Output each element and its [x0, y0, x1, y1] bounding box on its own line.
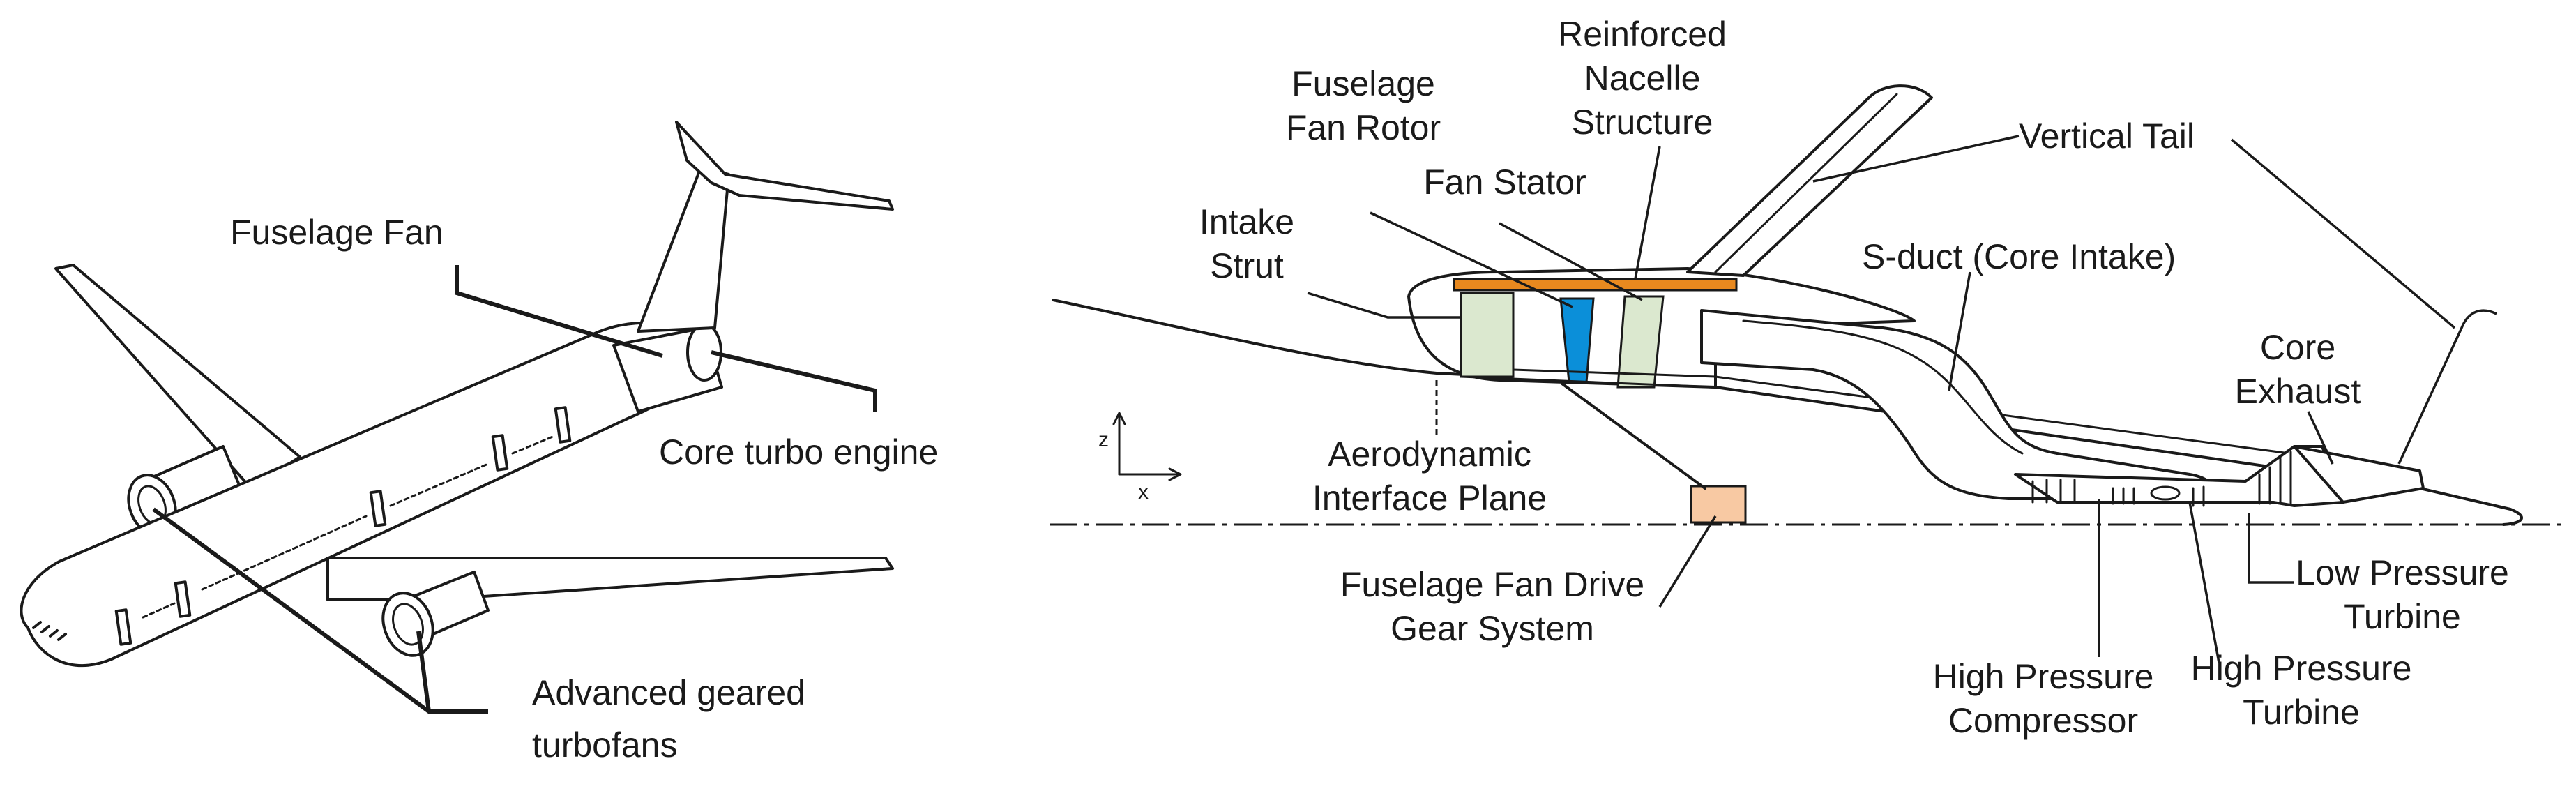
- leader-s-duct: [1948, 271, 1971, 391]
- label-gear-1: Fuselage Fan Drive: [1340, 565, 1644, 604]
- far-wing: [54, 264, 301, 490]
- leader-reinforced: [1634, 146, 1661, 280]
- vertical-tail-inner-line: [1714, 93, 1898, 273]
- label-hpc-2: Compressor: [1948, 701, 2138, 740]
- intake-strut: [1460, 292, 1515, 378]
- fan-drive-gear-system: [1690, 485, 1747, 524]
- label-geared-turbofans-1: Advanced geared: [532, 673, 805, 712]
- near-wing: [326, 557, 894, 601]
- fan-hub: [1460, 368, 1717, 389]
- leader-vertical-tail-right: [2230, 138, 2497, 465]
- label-hpc-1: High Pressure: [1933, 657, 2154, 696]
- label-hpt-2: Turbine: [2243, 693, 2360, 732]
- label-reinforced-3: Structure: [1572, 103, 1713, 142]
- label-intake-strut-1: Intake: [1199, 202, 1294, 241]
- fan-stator: [1616, 295, 1665, 389]
- nacelle-outer: [1407, 267, 1916, 389]
- label-fan-rotor-1: Fuselage: [1291, 64, 1435, 103]
- label-gear-2: Gear System: [1391, 609, 1594, 648]
- passenger-windows: [142, 435, 556, 619]
- axis-x-label: x: [1138, 481, 1149, 504]
- label-aip-1: Aerodynamic: [1328, 435, 1531, 474]
- gear-shaft: [1561, 382, 1706, 490]
- label-fan-stator: Fan Stator: [1423, 163, 1586, 202]
- leader-hpt: [2188, 502, 2220, 663]
- label-intake-strut-2: Strut: [1210, 246, 1284, 285]
- s-duct-core-intake: [1700, 309, 2219, 500]
- label-reinforced-1: Reinforced: [1558, 15, 1727, 54]
- leader-intake-strut: [1307, 292, 1461, 319]
- turbofans-leader: [152, 507, 488, 714]
- label-lpt-1: Low Pressure: [2296, 553, 2509, 592]
- rear-fuselage-fan-nacelle: [612, 323, 723, 413]
- label-reinforced-2: Nacelle: [1584, 59, 1701, 98]
- label-fuselage-fan: Fuselage Fan: [230, 213, 444, 252]
- label-aip-2: Interface Plane: [1312, 479, 1547, 518]
- leader-gear-system: [1658, 515, 1717, 608]
- core-exhaust: [2293, 445, 2425, 504]
- horizontal-stabilizer: [675, 121, 894, 211]
- aircraft-fuselage: [20, 322, 699, 668]
- fuselage-upper-contour: [1052, 299, 2523, 526]
- label-core-turbo-engine: Core turbo engine: [659, 432, 938, 472]
- reinforced-nacelle-structure: [1453, 278, 1738, 292]
- label-core-exhaust-2: Exhaust: [2235, 372, 2361, 411]
- leader-fan-rotor: [1370, 211, 1573, 308]
- aircraft-isometric-view: Fuselage Fan Core turbo engine Advanced …: [20, 121, 938, 764]
- axis-z-label: z: [1098, 428, 1109, 451]
- vertical-tail: [637, 166, 730, 333]
- s-duct-inner-line: [1742, 319, 2024, 455]
- leader-fan-stator: [1499, 222, 1643, 301]
- fuselage-doors: [114, 406, 572, 646]
- cockpit-windows: [32, 621, 67, 641]
- leader-vertical-tail: [1812, 135, 2020, 183]
- far-engine-nacelle: [127, 445, 242, 536]
- label-s-duct: S-duct (Core Intake): [1862, 237, 2176, 276]
- core-engine-leader: [711, 350, 877, 412]
- propulsor-cross-section: z x Reinforced Nacelle Structure Fuselag…: [1050, 15, 2566, 740]
- label-lpt-2: Turbine: [2344, 597, 2461, 636]
- leader-lpt: [2248, 513, 2294, 584]
- label-core-exhaust-1: Core: [2260, 328, 2335, 367]
- label-geared-turbofans-2: turbofans: [532, 725, 677, 764]
- fuselage-fan-leader: [455, 265, 663, 358]
- label-hpt-1: High Pressure: [2191, 649, 2412, 688]
- axis-indicator: [1112, 412, 1182, 481]
- label-fan-rotor-2: Fan Rotor: [1286, 108, 1441, 147]
- label-vertical-tail: Vertical Tail: [2019, 116, 2195, 156]
- leader-core-exhaust: [2307, 411, 2334, 465]
